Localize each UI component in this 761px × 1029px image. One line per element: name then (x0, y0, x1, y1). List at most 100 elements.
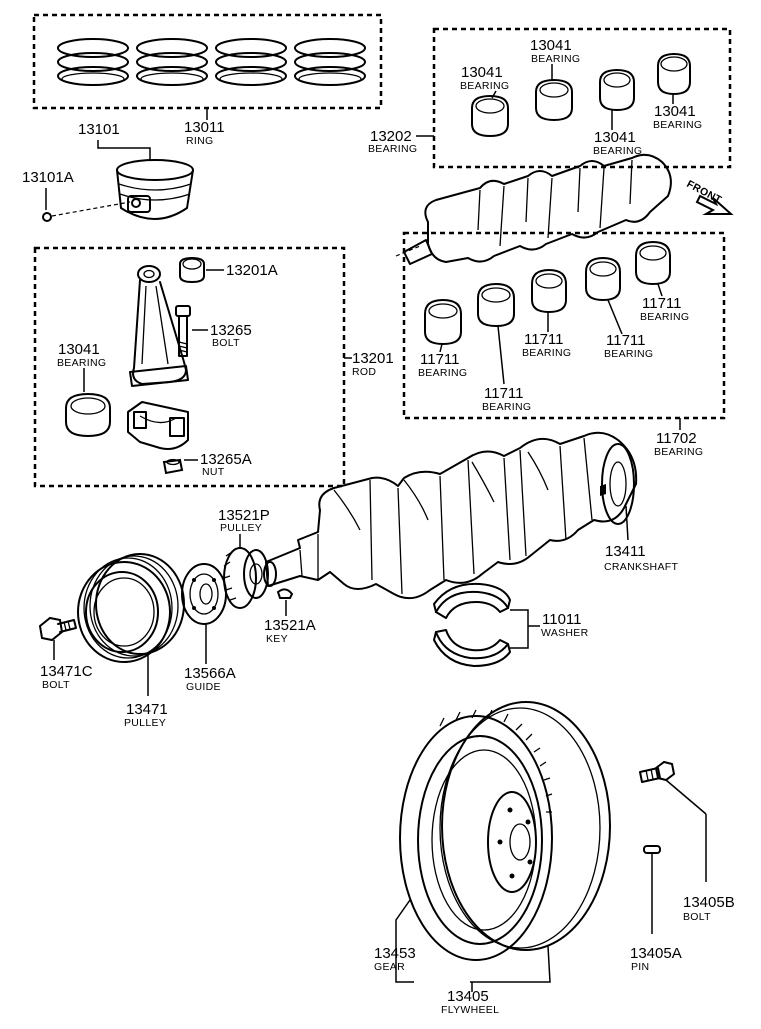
rod-bolt (175, 305, 191, 357)
callout-13405A-label: PIN (631, 961, 649, 973)
ring-set-4 (294, 38, 366, 86)
callout-11711-d-label: BEARING (604, 348, 653, 360)
callout-13471C-label: BOLT (42, 679, 70, 691)
flywheel-pin (643, 845, 661, 854)
callout-13405B-label: BOLT (683, 911, 711, 923)
piston-rings-group: 13011 RING (32, 13, 383, 147)
callout-13265-number: 13265 (210, 322, 252, 339)
callout-13453-label: GEAR (374, 961, 405, 973)
front-arrow-icon (695, 194, 734, 215)
callout-13471C-number: 13471C (40, 663, 93, 680)
callout-13202-number: 13202 (370, 128, 412, 145)
callout-13041-b-label: BEARING (531, 53, 580, 65)
timing-guide (181, 563, 227, 625)
callout-13405B-number: 13405B (683, 894, 735, 911)
flywheel (399, 701, 611, 961)
pulley-bolt-group: 13471C BOLT (38, 616, 93, 691)
callout-13566A-label: GUIDE (186, 681, 221, 693)
crank-pulley-group: 13471 PULLEY (77, 553, 185, 729)
thrust-washer-upper (435, 590, 509, 619)
callout-11011-number: 11011 (542, 611, 582, 628)
callout-13041-b-number: 13041 (530, 37, 572, 54)
bearing-shell-3 (599, 68, 635, 112)
callout-11711-d-number: 11711 (606, 332, 646, 349)
rod-nut (162, 458, 184, 475)
callout-13521P-number: 13521P (218, 507, 270, 524)
pulley-bolt (38, 616, 77, 642)
callout-13521P-label: PULLEY (220, 522, 262, 534)
rod-small-end-bushing (179, 256, 205, 284)
callout-13201-label: ROD (352, 366, 376, 378)
callout-11711-a-label: BEARING (418, 367, 467, 379)
callout-13011-label: RING (186, 135, 213, 147)
callout-11702-number: 11702 (656, 430, 697, 447)
callout-11711-e-number: 11711 (642, 295, 682, 312)
crankshaft-upper (395, 153, 672, 265)
ring-set-3 (215, 38, 287, 86)
callout-13201-number: 13201 (352, 350, 394, 367)
callout-13011-number: 13011 (184, 119, 225, 136)
main-bearing-shell-4 (585, 256, 621, 302)
callout-11711-c-label: BEARING (522, 347, 571, 359)
callout-13405-label: FLYWHEEL (441, 1004, 499, 1016)
crank-pulley (77, 553, 185, 663)
callout-13041-rod-number: 13041 (58, 341, 100, 358)
flywheel-pin-group: 13405A PIN (630, 845, 682, 973)
callout-13453-number: 13453 (374, 945, 416, 962)
connecting-rod (129, 265, 189, 387)
thrust-washer-group: 11011 WASHER (433, 582, 589, 667)
flywheel-group: 13453 GEAR 13405 FLYWHEEL (374, 701, 611, 1016)
callout-13101A-number: 13101A (22, 169, 74, 186)
flywheel-bolt (639, 760, 676, 783)
callout-11711-c-number: 11711 (524, 331, 564, 348)
rod-dashed-box (33, 246, 346, 488)
callout-13521A-number: 13521A (264, 617, 316, 634)
piston-group: 13101 13101A (22, 121, 194, 222)
callout-13041-a-label: BEARING (460, 80, 509, 92)
upper-bearing-dashed-box (432, 27, 732, 169)
callout-13411-label: CRANKSHAFT (604, 561, 678, 573)
callout-13521A-label: KEY (266, 633, 288, 645)
timing-guide-group: 13566A GUIDE (181, 563, 236, 693)
main-bearing-shell-3 (531, 268, 567, 314)
piston-pin-clip (42, 212, 52, 222)
rod-bearing-shell (65, 392, 111, 438)
callout-11711-b-label: BEARING (482, 401, 531, 413)
callout-13041-c-number: 13041 (594, 129, 636, 146)
callout-13405-number: 13405 (447, 988, 489, 1005)
upper-bearing-group: 13041 BEARING 13041 BEARING 13041 BEARIN… (368, 27, 732, 169)
callout-13471-number: 13471 (126, 701, 168, 718)
callout-11711-e-label: BEARING (640, 311, 689, 323)
connecting-rod-group: 13201A 13265 BOLT 13041 BEARING 13265A N (33, 246, 394, 488)
timing-pulley-group: 13521P PULLEY 13521A KEY (218, 507, 316, 645)
main-bearing-group: 11711 BEARING 11711 BEARING 11711 BEARIN… (402, 231, 726, 458)
callout-13101-number: 13101 (78, 121, 120, 138)
crank-key (276, 588, 294, 599)
callout-13202-label: BEARING (368, 143, 417, 155)
callout-11711-a-number: 11711 (420, 351, 460, 368)
ring-set-2 (136, 38, 208, 86)
callout-13411-number: 13411 (605, 543, 646, 560)
callout-11702-label: BEARING (654, 446, 703, 458)
callout-13041-d-number: 13041 (654, 103, 696, 120)
front-direction-marker: FRONT (685, 178, 734, 215)
ring-set-1 (57, 38, 129, 86)
callout-11011-label: WASHER (541, 627, 589, 639)
bearing-shell-1 (471, 94, 509, 138)
callout-13201A-number: 13201A (226, 262, 278, 279)
callout-13041-rod-label: BEARING (57, 357, 106, 369)
main-bearing-shell-1 (424, 298, 462, 346)
bearing-shell-2 (535, 78, 573, 122)
callout-11711-b-number: 11711 (484, 385, 524, 402)
flywheel-bolt-group: 13405B BOLT (639, 760, 735, 923)
callout-13265-label: BOLT (212, 337, 240, 349)
callout-13041-d-label: BEARING (653, 119, 702, 131)
callout-13566A-number: 13566A (184, 665, 236, 682)
crankshaft-main: 13411 CRANKSHAFT (263, 431, 678, 600)
piston (116, 159, 194, 220)
main-bearing-shell-2 (477, 282, 515, 328)
callout-13041-a-number: 13041 (461, 64, 503, 81)
callout-13405A-number: 13405A (630, 945, 682, 962)
main-bearing-shell-5 (635, 240, 671, 286)
